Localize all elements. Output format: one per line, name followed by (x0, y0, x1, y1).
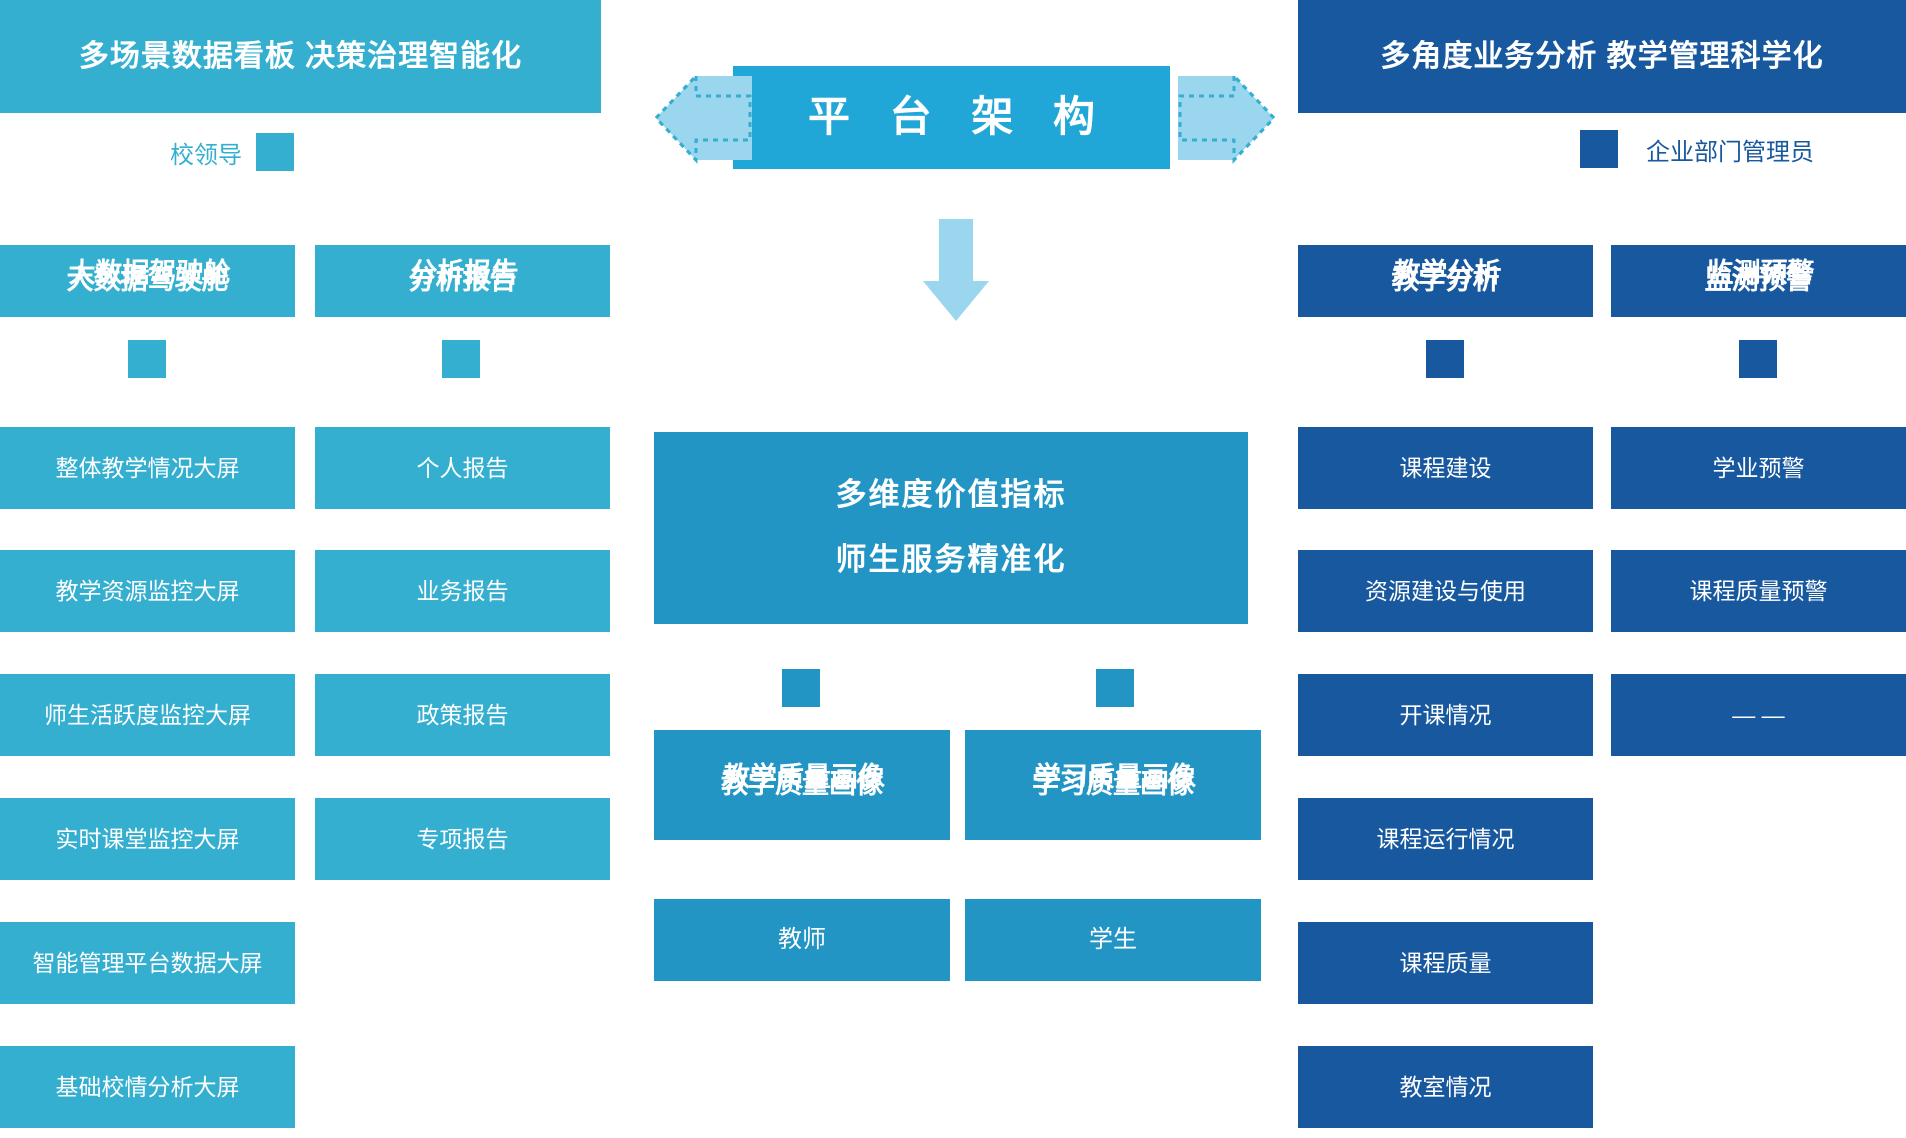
list-item-label: 个人报告 (416, 454, 509, 481)
role-legend-school-leader: 校领导 (170, 133, 294, 171)
portrait-card-teaching-label: 教学质量画像 (721, 761, 885, 802)
list-item-label: 教室情况 (1399, 1073, 1492, 1100)
list-item-label: 基础校情分析大屏 (55, 1073, 240, 1100)
list-item[interactable]: 整体教学情况大屏 (0, 427, 295, 509)
list-item[interactable]: 学业预警 (1611, 427, 1906, 509)
list-item-label: 资源建设与使用 (1365, 577, 1526, 604)
portrait-card-teaching[interactable]: 教学质量画像 (654, 730, 950, 840)
value-panel-line1: 多维度价值指标 (835, 477, 1067, 513)
list-item-label: 课程质量预警 (1689, 577, 1828, 604)
role-right-label: 企业部门管理员 (1646, 138, 1814, 166)
list-item[interactable]: — — (1611, 674, 1906, 756)
list-item[interactable]: 课程建设 (1298, 427, 1593, 509)
list-item[interactable]: 基础校情分析大屏 (0, 1046, 295, 1128)
role-legend-department-admin: 企业部门管理员 (1580, 130, 1814, 168)
list-item-label: 课程质量 (1399, 949, 1492, 976)
connector-stub-left-col1 (128, 340, 166, 378)
list-item[interactable]: 智能管理平台数据大屏 (0, 922, 295, 1004)
list-item-label: 师生活跃度监控大屏 (44, 701, 251, 728)
list-item[interactable]: 教室情况 (1298, 1046, 1593, 1128)
left-header-text: 多场景数据看板 决策治理智能化 (78, 39, 523, 73)
portrait-card-learning[interactable]: 学习质量画像 (965, 730, 1261, 840)
platform-architecture-title: 平 台 架 构 (733, 66, 1170, 169)
portrait-person-student-label: 学生 (1089, 926, 1137, 953)
role-left-swatch (256, 133, 294, 171)
list-item[interactable]: 政策报告 (315, 674, 610, 756)
section-head-monitor-alert-label: 监测预警 (1705, 257, 1815, 298)
list-item[interactable]: 业务报告 (315, 550, 610, 632)
list-item-label: 学业预警 (1712, 454, 1805, 481)
center-title-text: 平 台 架 构 (807, 93, 1109, 141)
list-item[interactable]: 资源建设与使用 (1298, 550, 1593, 632)
connector-stub-center-left (782, 669, 820, 707)
connector-stub-left-col2 (442, 340, 480, 378)
section-head-big-data-cockpit-label: 大数据驾驶舱 (67, 257, 231, 298)
list-item-label: 实时课堂监控大屏 (55, 825, 240, 852)
list-item-label: 教学资源监控大屏 (55, 577, 240, 604)
section-head-monitor-alert[interactable]: 监测预警 (1611, 245, 1906, 317)
list-item[interactable]: 个人报告 (315, 427, 610, 509)
list-item-label: 智能管理平台数据大屏 (32, 949, 263, 976)
list-item-label: 政策报告 (416, 701, 509, 728)
portrait-person-teacher[interactable]: 教师 (654, 899, 950, 981)
list-item[interactable]: 课程质量 (1298, 922, 1593, 1004)
connector-stub-right-col2 (1739, 340, 1777, 378)
section-head-big-data-cockpit[interactable]: 大数据驾驶舱 (0, 245, 295, 317)
arrow-right-dotted-icon (1178, 70, 1276, 166)
right-header-banner: 多角度业务分析 教学管理科学化 (1298, 0, 1906, 113)
section-head-analysis-report-label: 分析报告 (409, 257, 519, 298)
list-item-label: — — (1732, 701, 1785, 728)
portrait-person-student[interactable]: 学生 (965, 899, 1261, 981)
value-panel-line2: 师生服务精准化 (835, 542, 1067, 577)
list-item-label: 专项报告 (416, 825, 509, 852)
list-item-label: 整体教学情况大屏 (55, 454, 240, 481)
section-head-analysis-report[interactable]: 分析报告 (315, 245, 610, 317)
list-item-label: 开课情况 (1399, 701, 1492, 728)
portrait-card-learning-label: 学习质量画像 (1032, 761, 1196, 802)
list-item[interactable]: 课程质量预警 (1611, 550, 1906, 632)
list-item-label: 课程运行情况 (1376, 825, 1515, 852)
left-header-banner: 多场景数据看板 决策治理智能化 (0, 0, 601, 113)
list-item-label: 业务报告 (416, 577, 509, 604)
right-header-text: 多角度业务分析 教学管理科学化 (1380, 39, 1824, 73)
arrow-left-dotted-icon (654, 70, 752, 166)
list-item[interactable]: 开课情况 (1298, 674, 1593, 756)
arrow-down-icon (921, 219, 991, 323)
value-indicator-panel: 多维度价值指标 师生服务精准化 (654, 432, 1248, 624)
list-item[interactable]: 师生活跃度监控大屏 (0, 674, 295, 756)
connector-stub-right-col1 (1426, 340, 1464, 378)
list-item-label: 课程建设 (1399, 454, 1492, 481)
portrait-person-teacher-label: 教师 (778, 926, 826, 953)
role-left-label: 校领导 (170, 141, 242, 169)
list-item[interactable]: 课程运行情况 (1298, 798, 1593, 880)
role-right-swatch (1580, 130, 1618, 168)
section-head-teaching-analysis[interactable]: 教学分析 (1298, 245, 1593, 317)
list-item[interactable]: 实时课堂监控大屏 (0, 798, 295, 880)
section-head-teaching-analysis-label: 教学分析 (1392, 257, 1502, 298)
connector-stub-center-right (1096, 669, 1134, 707)
list-item[interactable]: 专项报告 (315, 798, 610, 880)
list-item[interactable]: 教学资源监控大屏 (0, 550, 295, 632)
